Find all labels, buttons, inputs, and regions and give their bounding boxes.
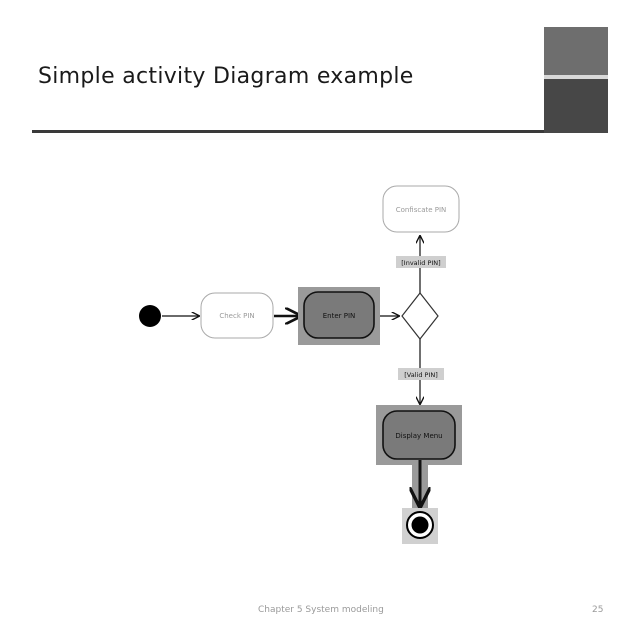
title-divider <box>32 130 544 133</box>
valid-pin-guard-bg <box>398 368 444 380</box>
display-menu-node <box>382 410 456 460</box>
slide-title: Simple activity Diagram example <box>38 64 414 89</box>
header-photo <box>544 27 608 133</box>
header-photo-top <box>544 27 608 75</box>
initial-node <box>139 305 161 327</box>
header-photo-gap <box>544 75 608 79</box>
header-photo-bottom <box>544 79 608 133</box>
invalid-pin-guard: [Invalid PIN] <box>401 259 440 267</box>
invalid-pin-guard-bg <box>396 256 446 268</box>
final-node-inner <box>411 516 429 534</box>
decision-node <box>401 292 439 340</box>
check-pin-node <box>200 292 274 339</box>
enter-pin-label: Enter PIN <box>323 312 356 320</box>
check-pin-label: Check PIN <box>219 312 254 320</box>
display-menu-label: Display Menu <box>395 432 442 440</box>
confiscate-pin-node <box>382 185 460 233</box>
confiscate-pin-label: Confiscate PIN <box>396 206 447 214</box>
valid-pin-guard: [Valid PIN] <box>404 371 438 379</box>
enter-pin-node <box>303 291 375 339</box>
footer-chapter: Chapter 5 System modeling <box>258 605 384 615</box>
page-number: 25 <box>592 605 604 615</box>
